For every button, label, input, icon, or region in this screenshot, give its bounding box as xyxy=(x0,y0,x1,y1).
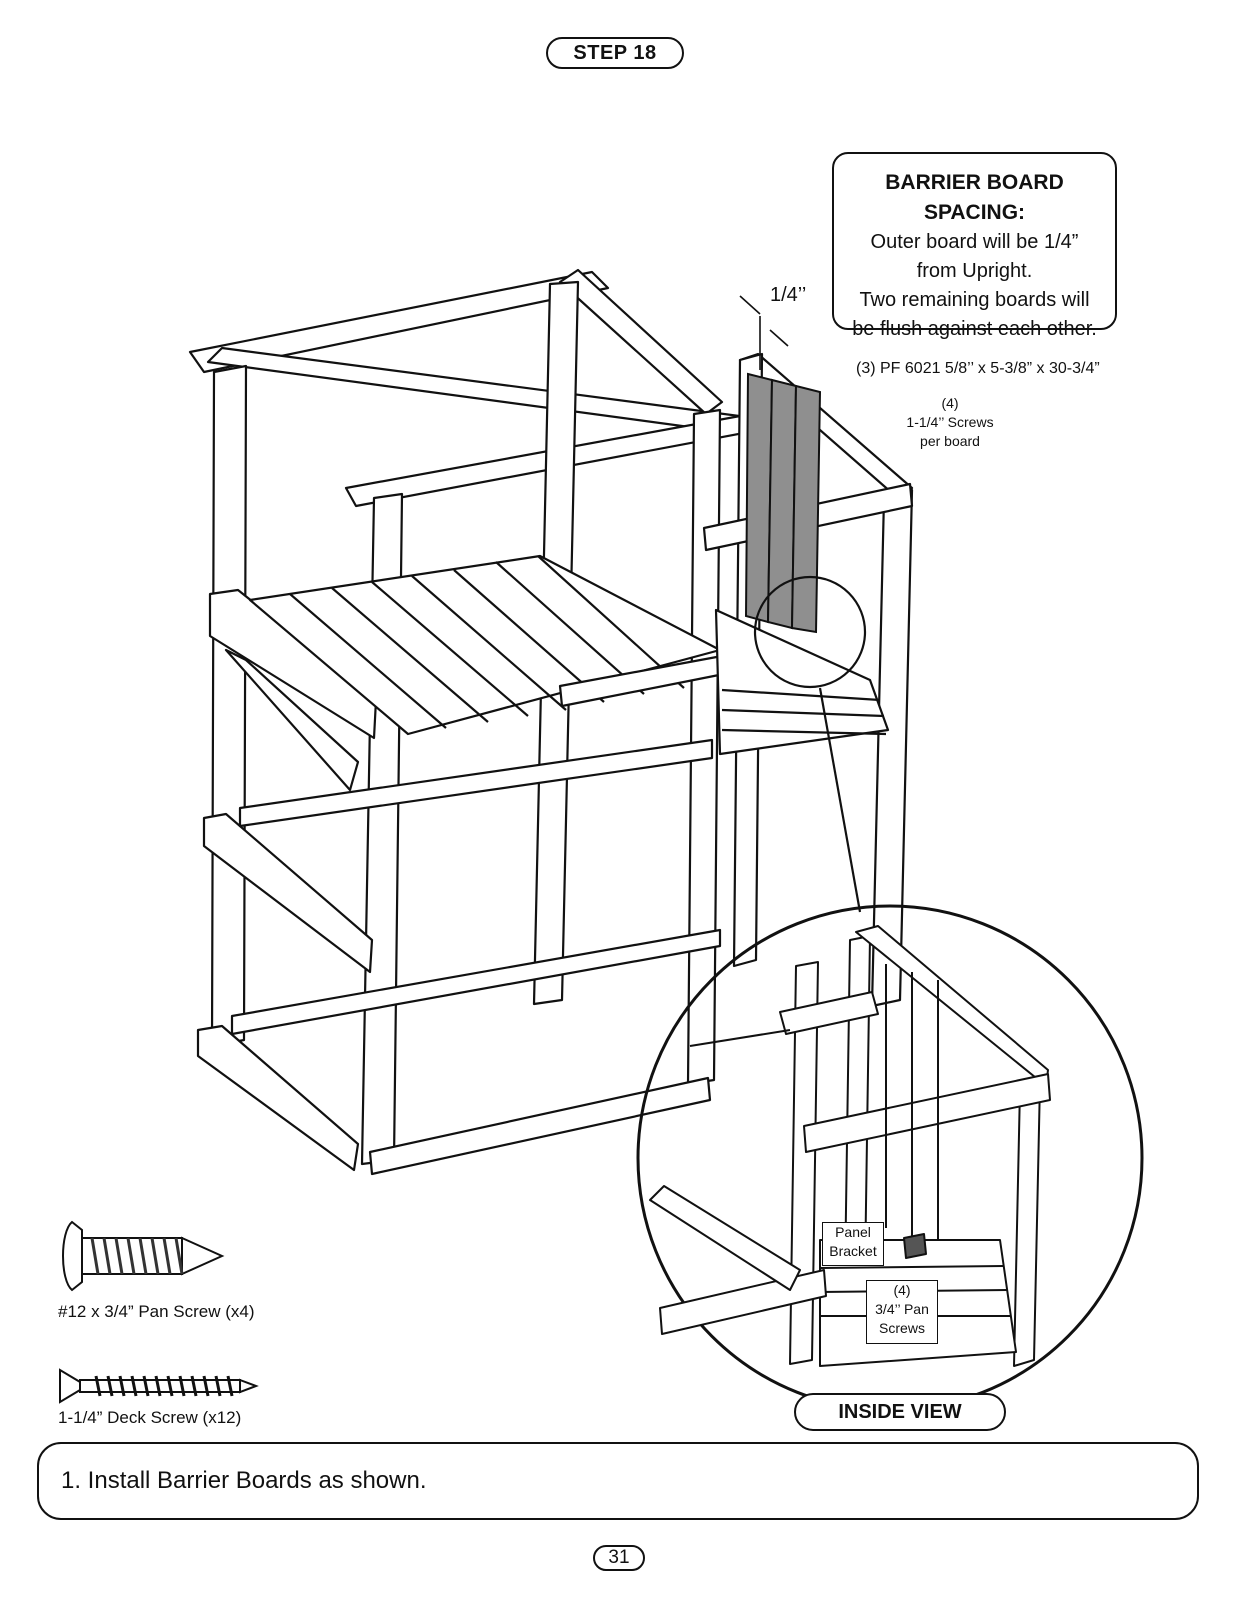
deck-brace xyxy=(224,648,360,792)
spacing-note-title: BARRIER BOARD SPACING: xyxy=(885,171,1064,224)
panel-bracket-line: Panel xyxy=(835,1224,871,1240)
page-number: 31 xyxy=(593,1545,645,1571)
pan-screw-icon xyxy=(62,1220,225,1292)
screw-callout: (4) 1-1/4’’ Screws per board xyxy=(890,394,1010,451)
iv-diagonal-beam xyxy=(649,1185,801,1291)
pan-screws-line: (4) xyxy=(893,1282,911,1298)
spacing-note-line: Two remaining boards will xyxy=(859,289,1090,311)
deck-screw-label: 1-1/4” Deck Screw (x12) xyxy=(58,1408,242,1427)
pan-screws-line: Screws xyxy=(879,1320,925,1336)
lower-rail-back xyxy=(238,738,714,828)
pan-screws-label: (4) 3/4’’ Pan Screws xyxy=(866,1280,938,1344)
pan-screws-line: 3/4’’ Pan xyxy=(875,1301,929,1317)
top-frame-right-beam xyxy=(558,268,724,416)
instruction-text: 1. Install Barrier Boards as shown. xyxy=(61,1467,427,1494)
panel-bracket-line: Bracket xyxy=(829,1243,877,1259)
top-frame-front-beam xyxy=(188,270,610,374)
detail-circle xyxy=(753,575,867,689)
spacing-note-line: be flush against each other. xyxy=(852,318,1097,340)
iv-top-beam xyxy=(855,925,1049,1087)
barrier-board-3 xyxy=(790,384,822,634)
upright-front-left xyxy=(210,364,248,1048)
pan-screw-label: #12 x 3/4” Pan Screw (x4) xyxy=(58,1302,255,1321)
deck-right-floor xyxy=(714,608,890,756)
bottom-rail-front xyxy=(368,1076,712,1176)
bottom-rail-back xyxy=(230,928,722,1036)
screw-callout-line: 1-1/4’’ Screws xyxy=(906,414,994,430)
deck-screw-icon xyxy=(59,1368,259,1404)
screw-callout-line: (4) xyxy=(941,395,959,411)
lower-rail-left xyxy=(202,812,374,974)
screw-callout-line: per board xyxy=(920,433,980,449)
iv-panel-bracket xyxy=(903,1233,927,1259)
deck-floor xyxy=(248,554,722,736)
iv-rail-left xyxy=(779,991,879,1035)
dimension-label: 1/4’’ xyxy=(770,284,807,306)
spacing-note-line: Outer board will be 1/4” xyxy=(870,231,1079,253)
inside-view-title: INSIDE VIEW xyxy=(794,1393,1006,1431)
bottom-rail-left xyxy=(196,1024,360,1172)
spacing-note: BARRIER BOARD SPACING: Outer board will … xyxy=(832,152,1117,340)
part-callout: (3) PF 6021 5/8’’ x 5-3/8” x 30-3/4” xyxy=(856,360,1100,377)
iv-upright-right xyxy=(1013,1081,1041,1367)
step-label: STEP 18 xyxy=(546,37,684,69)
spacing-note-line: from Upright. xyxy=(916,260,1033,282)
deck-left-frame xyxy=(208,588,378,740)
iv-upright-left xyxy=(789,961,819,1365)
iv-rail-front xyxy=(803,1073,1051,1153)
panel-bracket-label: Panel Bracket xyxy=(822,1222,884,1266)
instruction-box: 1. Install Barrier Boards as shown. xyxy=(37,1442,1199,1520)
